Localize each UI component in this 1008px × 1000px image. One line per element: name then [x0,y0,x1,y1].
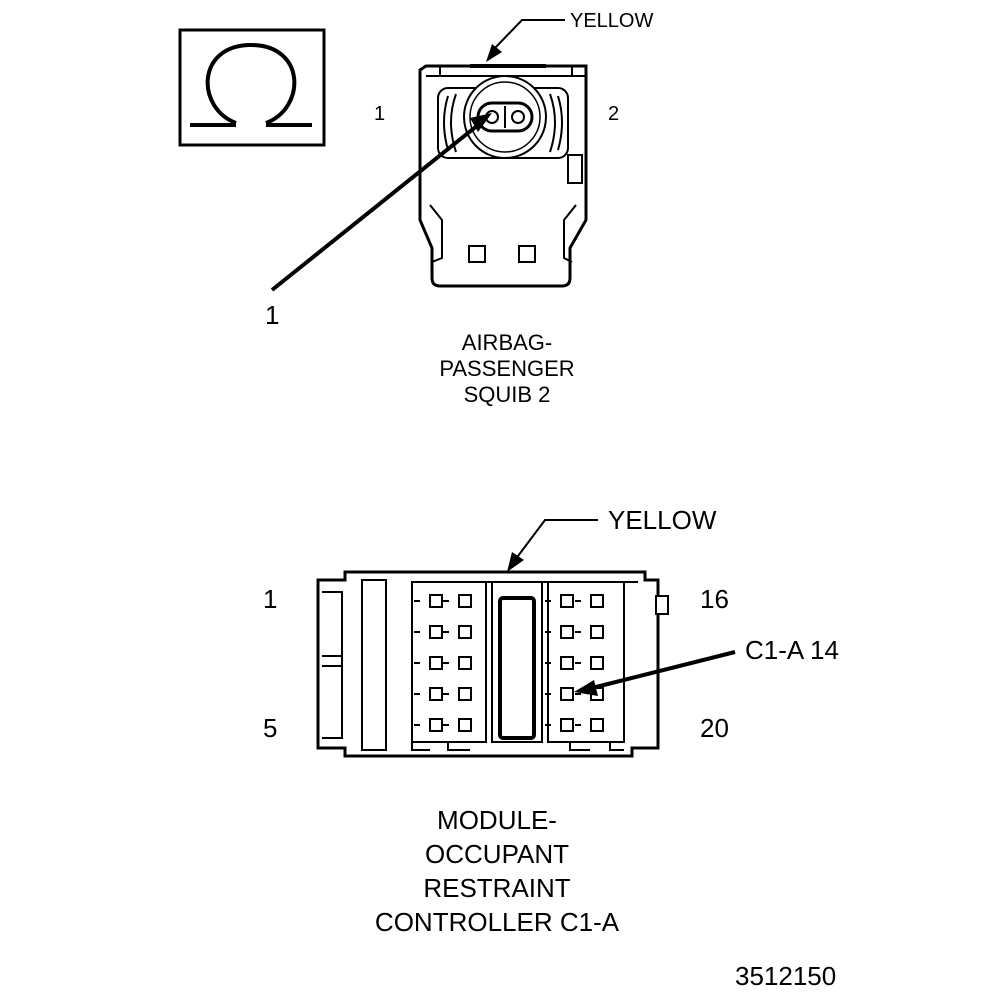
module-pin-bottom-right-label: 20 [700,713,729,743]
pin-cavity [560,625,574,639]
module-pin-bottom-left-label: 5 [263,713,277,743]
module-connector [316,519,736,758]
module-title-line: CONTROLLER C1-A [375,907,620,937]
module-connector-body [316,570,660,758]
module-callout-arrowhead [574,680,598,696]
pin-cavity [458,625,472,639]
pin-cavity [560,656,574,670]
pin-cavity [590,656,604,670]
pin-cavity [458,718,472,732]
module-wire-color-leader [517,519,598,557]
module-callout-leader [591,650,736,690]
pin-cavity [429,718,443,732]
squib-title-line: PASSENGER [439,356,574,381]
pin-cavity [458,687,472,701]
pin-cavity [560,718,574,732]
pin-cavity [458,594,472,608]
squib-title-line: AIRBAG- [462,330,552,355]
module-wire-color-label: YELLOW [608,505,717,535]
pin-cavity [590,625,604,639]
ohm-icon [178,28,326,147]
module-title: MODULE- OCCUPANT RESTRAINT CONTROLLER C1… [375,805,620,937]
pin-cavity-grid [414,594,604,732]
squib-callout-leader [270,123,480,292]
module-title-line: RESTRAINT [423,873,570,903]
squib-pin-left-label: 1 [374,103,385,125]
module-pin-top-left-label: 1 [263,584,277,614]
squib-connector [270,19,588,292]
module-callout-label: C1-A 14 [745,635,839,665]
module-wire-color-arrowhead [507,552,524,572]
squib-pin-right-label: 2 [608,103,619,125]
squib-wire-color-label: YELLOW [570,10,653,32]
figure-number: 3512150 [735,961,836,991]
squib-callout-arrowhead [470,113,492,132]
pin-cavity [429,594,443,608]
pin-cavity [590,718,604,732]
squib-callout-label: 1 [265,300,279,330]
pin-cavity [590,594,604,608]
pin-cavity [560,594,574,608]
module-pin-top-right-label: 16 [700,584,729,614]
squib-wire-color-leader [494,19,565,49]
squib-title: AIRBAG- PASSENGER SQUIB 2 [439,330,574,407]
pin-cavity [429,656,443,670]
pin-cavity [429,625,443,639]
pin-cavity [560,687,574,701]
squib-wire-color-arrowhead [486,44,502,62]
module-title-line: OCCUPANT [425,839,569,869]
pin-cavity [458,656,472,670]
module-title-line: MODULE- [437,805,557,835]
squib-title-line: SQUIB 2 [464,382,551,407]
pin-cavity [429,687,443,701]
